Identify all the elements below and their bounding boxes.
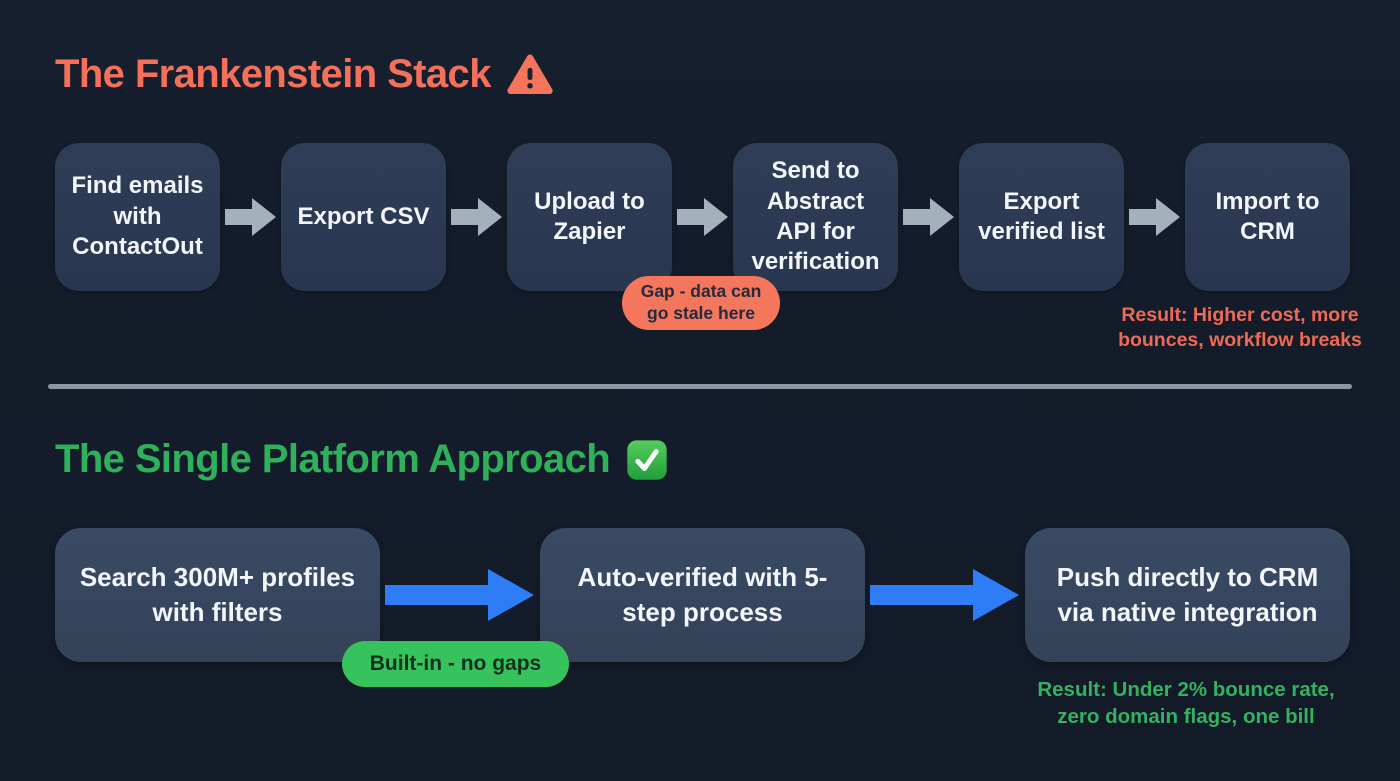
step-label: Upload to Zapier (534, 187, 645, 245)
step-label: Auto-verified with 5-step process (577, 562, 828, 627)
step-label: Send to Abstract API for verification (751, 157, 880, 276)
arrow-gap (446, 195, 507, 239)
frankenstein-result: Result: Higher cost, more bounces, workf… (1118, 304, 1362, 352)
single-platform-title-text: The Single Platform Approach (55, 437, 611, 481)
step-label: Find emails with ContactOut (71, 172, 204, 261)
step-auto-verified: Auto-verified with 5-step process (540, 528, 865, 662)
frankenstein-title-text: The Frankenstein Stack (55, 52, 491, 96)
step-push-to-crm: Push directly to CRM via native integrat… (1025, 528, 1350, 662)
step-label: Export verified list (978, 187, 1105, 245)
builtin-badge: Built-in - no gaps (342, 641, 569, 687)
gray-arrow-icon (676, 198, 728, 236)
step-search-profiles: Search 300M+ profiles with filters (55, 528, 380, 662)
step-label: Search 300M+ profiles with filters (79, 562, 356, 627)
step-find-emails: Find emails with ContactOut (55, 143, 220, 291)
gray-arrow-icon (224, 198, 276, 236)
single-platform-title: The Single Platform Approach (55, 437, 668, 482)
step-import-crm: Import to CRM (1185, 143, 1350, 291)
gray-arrow-icon (902, 198, 954, 236)
arrow-gap (380, 564, 540, 626)
section-divider (48, 384, 1352, 389)
arrow-gap (1124, 195, 1185, 239)
arrow-gap (898, 195, 959, 239)
gray-arrow-icon (1128, 198, 1180, 236)
single-platform-flow: Search 300M+ profiles with filters Auto-… (55, 528, 1350, 662)
step-export-csv: Export CSV (281, 143, 446, 291)
warning-triangle-icon (507, 54, 553, 94)
blue-arrow-icon (385, 569, 534, 621)
single-platform-result: Result: Under 2% bounce rate, zero domai… (1037, 678, 1335, 728)
step-label: Export CSV (297, 202, 430, 230)
frankenstein-flow: Find emails with ContactOut Export CSV U… (55, 143, 1350, 291)
blue-arrow-icon (870, 569, 1019, 621)
green-check-icon (627, 439, 667, 480)
arrow-gap (672, 195, 733, 239)
step-abstract-api: Send to Abstract API for verification (733, 143, 898, 291)
gap-badge: Gap - data can go stale here (622, 276, 780, 330)
arrow-gap (865, 564, 1025, 626)
step-label: Push directly to CRM via native integrat… (1056, 562, 1319, 627)
arrow-gap (220, 195, 281, 239)
step-label: Import to CRM (1215, 187, 1320, 245)
frankenstein-title: The Frankenstein Stack (55, 52, 553, 97)
step-upload-zapier: Upload to Zapier (507, 143, 672, 291)
gray-arrow-icon (450, 198, 502, 236)
step-export-verified: Export verified list (959, 143, 1124, 291)
